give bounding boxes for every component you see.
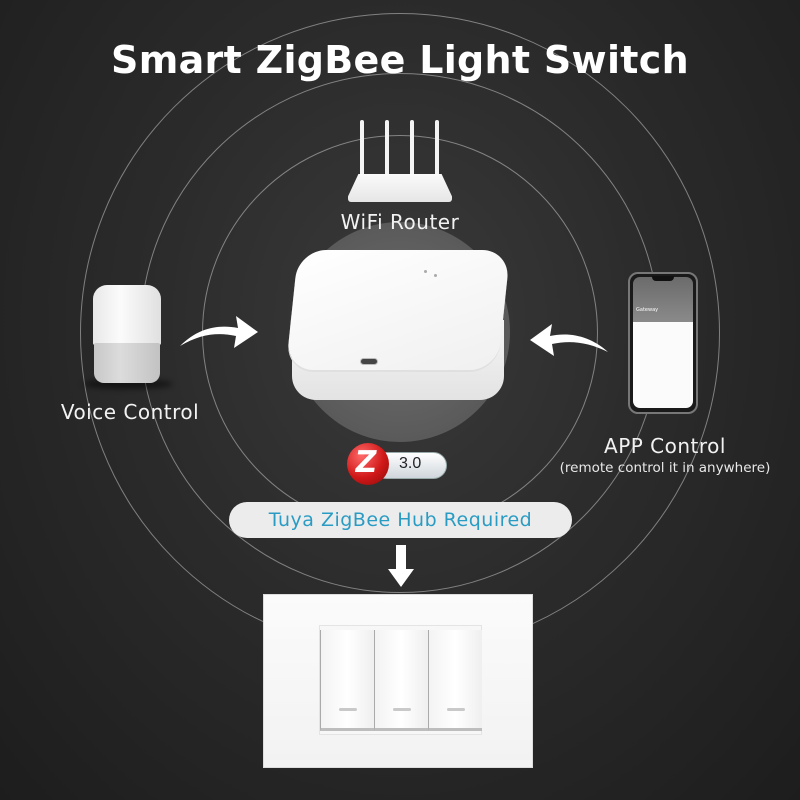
- app-screen-title: Gateway: [636, 307, 659, 313]
- switch-key-1: [320, 630, 374, 731]
- smartphone-icon: Gateway: [628, 272, 698, 414]
- hub-required-pill: Tuya ZigBee Hub Required: [229, 502, 572, 538]
- page-title: Smart ZigBee Light Switch: [111, 38, 689, 82]
- router-icon: [348, 120, 452, 202]
- zigbee-logo-icon: [347, 443, 389, 485]
- router-label: WiFi Router: [340, 210, 460, 234]
- zigbee-hub-icon: [285, 250, 511, 412]
- zigbee-version: 3.0: [399, 455, 422, 472]
- wall-switch-icon: [264, 595, 532, 767]
- switch-key-3: [428, 630, 482, 731]
- voice-control-label: Voice Control: [60, 400, 200, 424]
- arrow-left-icon: [530, 324, 608, 356]
- arrow-right-icon: [180, 316, 258, 348]
- app-control-sublabel: (remote control it in anywhere): [559, 460, 771, 476]
- zigbee-3-badge: 3.0 Z: [345, 443, 449, 487]
- switch-key-2: [374, 630, 428, 731]
- smart-speaker-icon: [83, 285, 173, 389]
- arrow-down-icon: [388, 545, 414, 587]
- hub-required-label: Tuya ZigBee Hub Required: [268, 509, 533, 531]
- app-control-label: APP Control: [604, 434, 726, 458]
